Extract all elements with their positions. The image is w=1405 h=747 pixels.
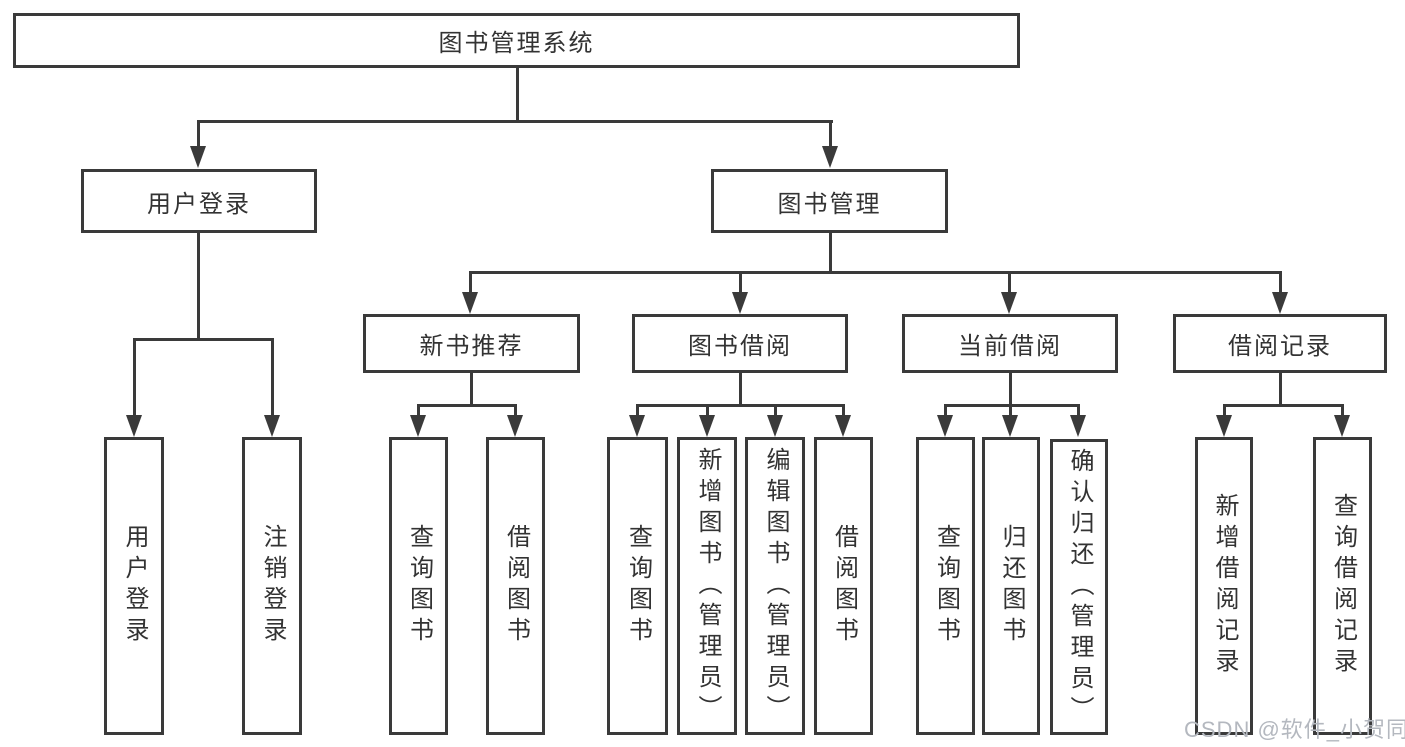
connector-line [133,338,274,341]
arrow-down-icon [190,146,206,168]
csdn-watermark: CSDN @软件_小贺同学 [1184,717,1405,742]
arrow-down-icon [629,415,645,437]
arrow-down-icon [410,415,426,437]
connector-line [197,120,833,123]
connector-line [469,271,472,293]
connector-line [271,338,274,415]
connector-line [514,404,517,415]
arrow-down-icon [126,415,142,437]
arrow-down-icon [822,146,838,168]
connector-line [1077,404,1080,415]
connector-line [1279,271,1282,293]
connector-line [636,404,639,415]
node-book-management: 图书管理 [711,169,948,233]
leaf-borrow-books-borrowing: 借阅图书 [814,437,873,735]
node-root: 图书管理系统 [13,13,1020,68]
connector-line [636,404,844,407]
connector-line [739,271,742,293]
connector-line [470,373,473,406]
node-current-borrowing: 当前借阅 [902,314,1118,373]
connector-line [1279,373,1282,406]
arrow-down-icon [1070,415,1086,437]
leaf-confirm-return-admin: 确认归还（管理员） [1050,439,1108,735]
arrow-down-icon [462,292,478,314]
arrow-down-icon [1272,292,1288,314]
connector-line [706,404,709,415]
connector-line [417,404,517,407]
leaf-return-books: 归还图书 [982,437,1040,735]
connector-line [417,404,420,415]
arrow-down-icon [264,415,280,437]
arrow-down-icon [732,292,748,314]
connector-line [1009,373,1012,406]
connector-line [133,338,136,415]
connector-line [516,68,519,120]
connector-line [739,373,742,406]
connector-line [774,404,777,415]
connector-line [197,120,200,150]
arrow-down-icon [1001,292,1017,314]
connector-line [1008,271,1011,293]
node-book-borrowing: 图书借阅 [632,314,848,373]
node-user-login: 用户登录 [81,169,317,233]
arrow-down-icon [507,415,523,437]
leaf-logout-login: 注销登录 [242,437,302,735]
arrow-down-icon [937,415,953,437]
leaf-query-borrow-record: 查询借阅记录 [1313,437,1372,735]
connector-line [829,233,832,273]
node-new-book-recommend: 新书推荐 [363,314,580,373]
connector-line [469,271,1282,274]
connector-line [944,404,1080,407]
leaf-query-books-current: 查询图书 [916,437,975,735]
arrow-down-icon [835,415,851,437]
arrow-down-icon [1216,415,1232,437]
connector-line [842,404,845,415]
connector-line [1009,404,1012,415]
connector-line [944,404,947,415]
arrow-down-icon [1334,415,1350,437]
node-borrowing-records: 借阅记录 [1173,314,1387,373]
leaf-query-books-borrowing: 查询图书 [607,437,668,735]
connector-line [1223,404,1343,407]
connector-line [1341,404,1344,415]
connector-line [197,233,200,340]
leaf-user-login: 用户登录 [104,437,164,735]
arrow-down-icon [767,415,783,437]
connector-line [1223,404,1226,415]
leaf-add-borrow-record: 新增借阅记录 [1195,437,1253,735]
connector-line [829,120,832,150]
arrow-down-icon [1002,415,1018,437]
leaf-add-books-admin: 新增图书（管理员） [677,437,737,735]
leaf-query-books-recommend: 查询图书 [389,437,448,735]
arrow-down-icon [699,415,715,437]
leaf-edit-books-admin: 编辑图书（管理员） [745,437,805,735]
leaf-borrow-books-recommend: 借阅图书 [486,437,545,735]
